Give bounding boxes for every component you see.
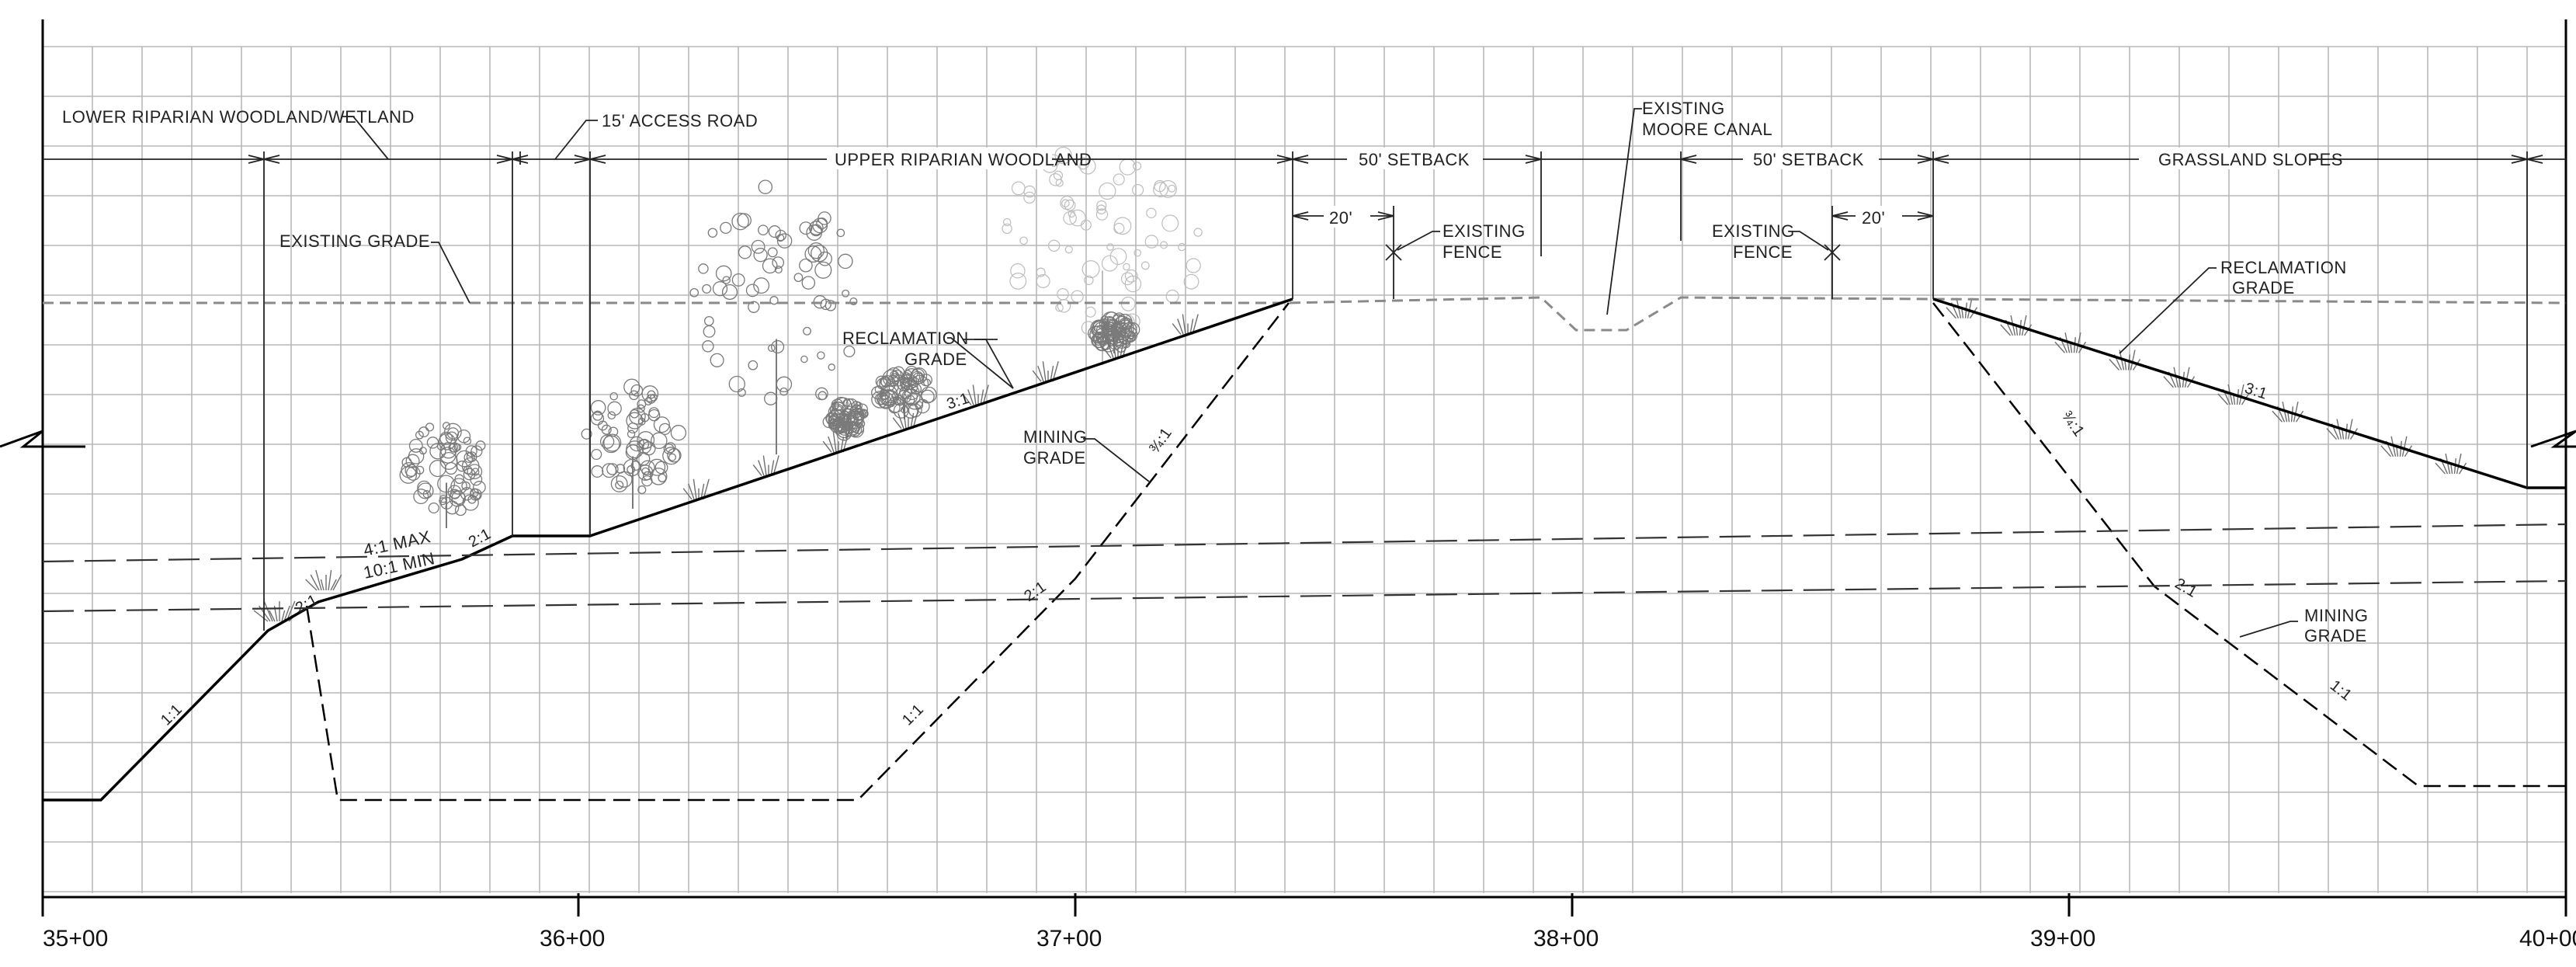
water-line-lower xyxy=(42,579,2567,613)
label-mining-right-1: MINING xyxy=(2304,606,2368,625)
grass-tuft-upper-riparian xyxy=(822,431,849,453)
slope-1-1-right: 1:1 xyxy=(2327,677,2356,704)
grass-tuft-upper-riparian xyxy=(962,384,989,405)
tree-large-upper xyxy=(689,179,858,454)
dimension-strings xyxy=(43,151,2566,631)
label-grassland-slopes: GRASSLAND SLOPES xyxy=(2158,150,2343,169)
station-label-37: 37+00 xyxy=(1036,926,1102,951)
mining-grade-left xyxy=(305,302,1290,802)
label-backgrounds xyxy=(827,148,2310,228)
station-label-40: 40+00 xyxy=(2519,926,2576,951)
tree-lower-left xyxy=(399,422,486,528)
label-reclamation-left-2: GRADE xyxy=(904,350,967,369)
tree-road-side xyxy=(581,378,687,509)
label-reclamation-right-1: RECLAMATION xyxy=(2220,258,2347,277)
grass-tuft-upper-riparian xyxy=(1032,360,1059,382)
grass-tuft-upper-riparian xyxy=(752,455,779,476)
station-label-38: 38+00 xyxy=(1533,926,1599,951)
label-upper-riparian: UPPER RIPARIAN WOODLAND xyxy=(835,150,1092,169)
station-ticks xyxy=(41,893,2567,917)
leaders xyxy=(342,108,2298,638)
grass-tuft-upper-riparian xyxy=(1102,337,1129,359)
grass-tuft-upper-riparian xyxy=(892,408,919,430)
slope-1-1-far-left: 1:1 xyxy=(158,701,186,729)
existing-grade-line xyxy=(43,296,2567,332)
reclamation-grade-left xyxy=(43,297,1293,802)
station-label-39: 39+00 xyxy=(2030,926,2095,951)
label-moore-canal-2: MOORE CANAL xyxy=(1642,120,1772,139)
label-20-right: 20' xyxy=(1862,208,1885,228)
shrub-upper-1 xyxy=(871,365,937,419)
grid xyxy=(42,46,2566,893)
frame xyxy=(0,19,2576,899)
label-mining-right-2: GRADE xyxy=(2304,626,2367,645)
label-reclamation-right-2: GRADE xyxy=(2232,278,2295,297)
slope-3-4-left: ¾:1 xyxy=(1146,425,1175,457)
label-setback-left: 50' SETBACK xyxy=(1359,150,1470,169)
slope-2-1-right: 2:1 xyxy=(2172,575,2200,601)
label-fence-left-2: FENCE xyxy=(1442,242,1502,262)
slope-3-4-right: ¾:1 xyxy=(2058,408,2088,440)
label-setback-right: 50' SETBACK xyxy=(1753,150,1864,169)
label-existing-grade: EXISTING GRADE xyxy=(279,231,430,251)
label-reclamation-left-1: RECLAMATION xyxy=(842,329,969,348)
label-moore-canal-1: EXISTING xyxy=(1642,99,1725,118)
label-mining-left-1: MINING xyxy=(1023,427,1087,447)
label-fence-left-1: EXISTING xyxy=(1442,221,1526,241)
label-20-left: 20' xyxy=(1329,208,1352,228)
mining-grade-right xyxy=(1932,302,2566,788)
water-line-upper xyxy=(42,523,2567,563)
grass-tuft-left-bank-2 xyxy=(305,569,342,591)
slope-1-1-left-mid: 1:1 xyxy=(899,701,927,729)
shrub-upper-2 xyxy=(822,396,869,441)
vegetation xyxy=(253,146,2467,622)
grass-tuft-upper-riparian xyxy=(1172,314,1199,335)
station-label-36: 36+00 xyxy=(540,926,605,951)
label-access-road: 15' ACCESS ROAD xyxy=(602,111,758,130)
label-lower-riparian: LOWER RIPARIAN WOODLAND/WETLAND xyxy=(62,107,415,127)
slope-2-1-left-mid: 2:1 xyxy=(1021,578,1050,605)
grass-tuft-upper-riparian xyxy=(682,478,710,500)
station-label-35: 35+00 xyxy=(43,926,108,951)
label-mining-left-2: GRADE xyxy=(1023,448,1086,468)
label-fence-right-2: FENCE xyxy=(1733,242,1793,262)
label-fence-right-1: EXISTING xyxy=(1712,221,1795,241)
